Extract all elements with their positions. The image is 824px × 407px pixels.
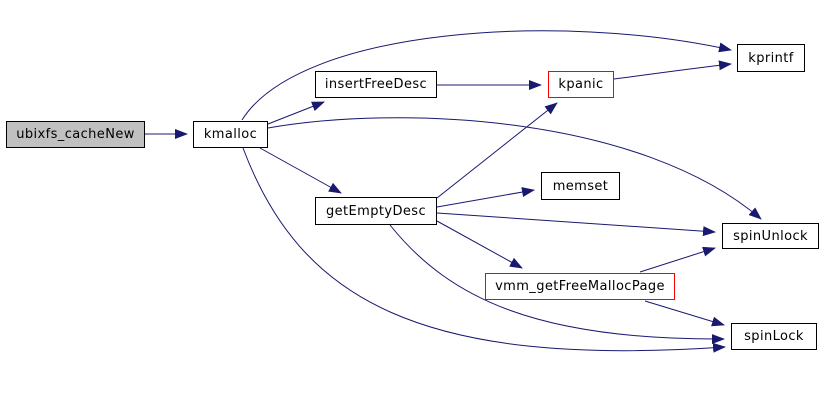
edge-vmm_getFreeMallocPage-spinUnlock bbox=[639, 246, 716, 273]
edge-kmalloc-insertFreeDesc bbox=[267, 101, 325, 125]
node-label-kpanic: kpanic bbox=[558, 77, 604, 92]
node-kmalloc[interactable]: kmalloc bbox=[193, 121, 268, 148]
edge-getEmptyDesc-spinUnlock bbox=[436, 212, 716, 237]
edge-kpanic-kprintf bbox=[613, 60, 732, 80]
node-label-getEmptyDesc: getEmptyDesc bbox=[326, 203, 426, 219]
node-insertFreeDesc[interactable]: insertFreeDesc bbox=[315, 71, 437, 98]
node-spinLock[interactable]: spinLock bbox=[731, 323, 817, 350]
node-memset[interactable]: memset bbox=[541, 172, 620, 200]
node-label-kprintf: kprintf bbox=[748, 50, 794, 66]
node-vmm_getFreeMallocPage[interactable]: vmm_getFreeMallocPage bbox=[485, 273, 675, 300]
edge-kmalloc-kprintf bbox=[241, 30, 732, 121]
edge-getEmptyDesc-kpanic bbox=[436, 102, 558, 199]
node-label-memset: memset bbox=[552, 178, 609, 194]
node-label-ubixfs_cacheNew: ubixfs_cacheNew bbox=[16, 127, 135, 142]
node-ubixfs_cacheNew: ubixfs_cacheNew bbox=[6, 121, 145, 148]
node-spinUnlock[interactable]: spinUnlock bbox=[722, 223, 819, 249]
edge-getEmptyDesc-memset bbox=[436, 187, 535, 208]
node-kpanic[interactable]: kpanic bbox=[548, 71, 614, 98]
edge-kmalloc-spinUnlock bbox=[267, 117, 762, 220]
node-label-kmalloc: kmalloc bbox=[203, 127, 258, 142]
edge-kmalloc-spinLock bbox=[242, 147, 726, 353]
node-label-insertFreeDesc: insertFreeDesc bbox=[324, 77, 428, 92]
edge-getEmptyDesc-vmm_getFreeMallocPage bbox=[436, 220, 523, 269]
node-label-spinUnlock: spinUnlock bbox=[733, 228, 808, 244]
node-label-vmm_getFreeMallocPage: vmm_getFreeMallocPage bbox=[495, 279, 665, 294]
node-label-spinLock: spinLock bbox=[744, 329, 804, 344]
edge-kmalloc-getEmptyDesc bbox=[259, 147, 342, 194]
node-kprintf[interactable]: kprintf bbox=[737, 44, 805, 72]
node-getEmptyDesc[interactable]: getEmptyDesc bbox=[315, 197, 437, 225]
edge-getEmptyDesc-spinLock bbox=[389, 224, 725, 345]
edge-vmm_getFreeMallocPage-spinLock bbox=[644, 300, 725, 327]
